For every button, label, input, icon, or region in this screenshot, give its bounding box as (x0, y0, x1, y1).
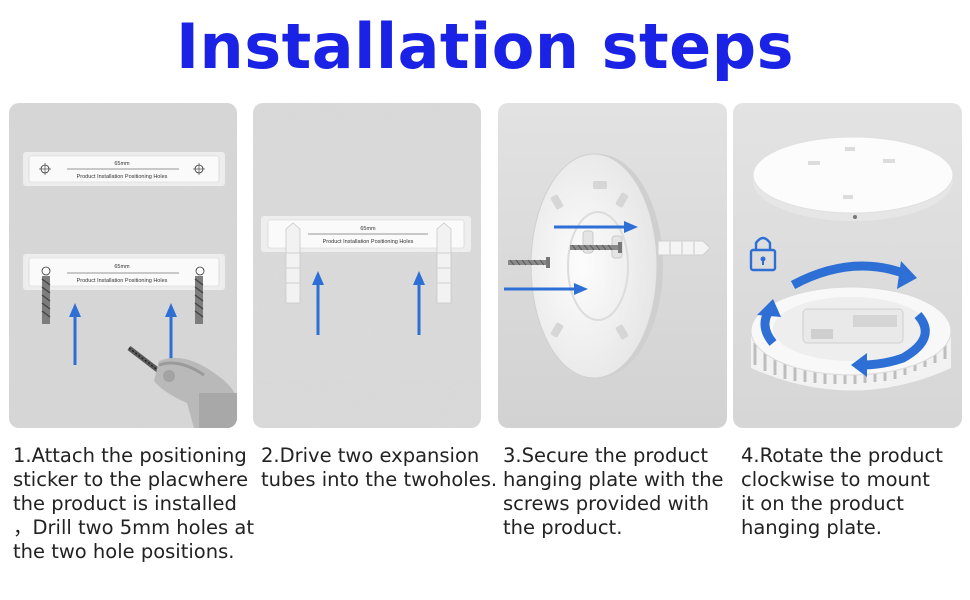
step-3-line-4: the product. (503, 516, 623, 539)
step-1-line-4: ，Drill two 5mm holes at (13, 516, 254, 539)
arrow-right-bottom (504, 283, 588, 295)
hanging-plate (530, 153, 663, 379)
lock-icon (749, 236, 777, 272)
step-2-line-2: tubes into the twoholes. (261, 468, 498, 491)
sticker-label: Product Installation Positioning Holes (77, 174, 168, 180)
arrow-up-left (69, 303, 81, 365)
step-3-image (498, 103, 727, 428)
page-title: Installation steps (175, 10, 794, 83)
step-2-line-1: 2.Drive two expansion (261, 444, 480, 467)
step-4-line-1: 4.Rotate the product (741, 444, 943, 467)
arrow-up-left (312, 271, 324, 335)
sticker-label-2: Product Installation Positioning Holes (77, 278, 168, 284)
step-4-caption: 4.Rotate the product clockwise to mount … (741, 444, 965, 540)
step-2-caption: 2.Drive two expansion tubes into the two… (261, 444, 498, 492)
rotate-arrows-icon (757, 261, 930, 377)
step-3-line-1: 3.Secure the product (503, 444, 709, 467)
drill-bit-left (41, 276, 51, 324)
hanging-plate (752, 136, 954, 221)
drill-bit-right (194, 276, 204, 324)
screw-top (570, 242, 622, 253)
step-4-image (733, 103, 962, 428)
sticker-distance-2: 65mm (114, 264, 130, 270)
step-1-line-3: the product is installed (13, 492, 237, 515)
step-2-image: 65mm Product Installation Positioning Ho… (253, 103, 481, 428)
sticker-distance-3: 65mm (360, 226, 376, 232)
step-1-line-5: the two hole positions. (13, 540, 235, 563)
step-3-caption: 3.Secure the product hanging plate with … (503, 444, 729, 540)
step-1-image: 65mm Product Installation Positioning Ho… (9, 103, 237, 428)
sticker-distance: 65mm (114, 161, 130, 167)
step-4-line-3: it on the product (741, 492, 904, 515)
positioning-sticker-bottom: 65mm Product Installation Positioning Ho… (23, 254, 225, 290)
expansion-tube-right (436, 222, 452, 304)
expansion-tube-left (285, 222, 301, 304)
step-1-line-1: 1.Attach the positioning (13, 444, 247, 467)
expansion-tube (657, 240, 711, 256)
positioning-sticker-top: 65mm Product Installation Positioning Ho… (23, 152, 225, 186)
step-1-caption: 1.Attach the positioning sticker to the … (13, 444, 254, 564)
arrow-up-right (165, 303, 177, 365)
drill-icon (127, 346, 237, 428)
positioning-sticker: 65mm Product Installation Positioning Ho… (261, 216, 471, 252)
step-3-line-3: screws provided with (503, 492, 709, 515)
screw-bottom (508, 257, 550, 268)
step-1-line-2: sticker to the placwhere (13, 468, 249, 491)
step-3-line-2: hanging plate with the (503, 468, 724, 491)
step-4-line-2: clockwise to mount (741, 468, 930, 491)
smoke-detector (750, 286, 952, 391)
step-4-line-4: hanging plate. (741, 516, 882, 539)
arrow-up-right (413, 271, 425, 335)
arrow-right-top (554, 221, 638, 233)
sticker-label-3: Product Installation Positioning Holes (323, 239, 414, 245)
